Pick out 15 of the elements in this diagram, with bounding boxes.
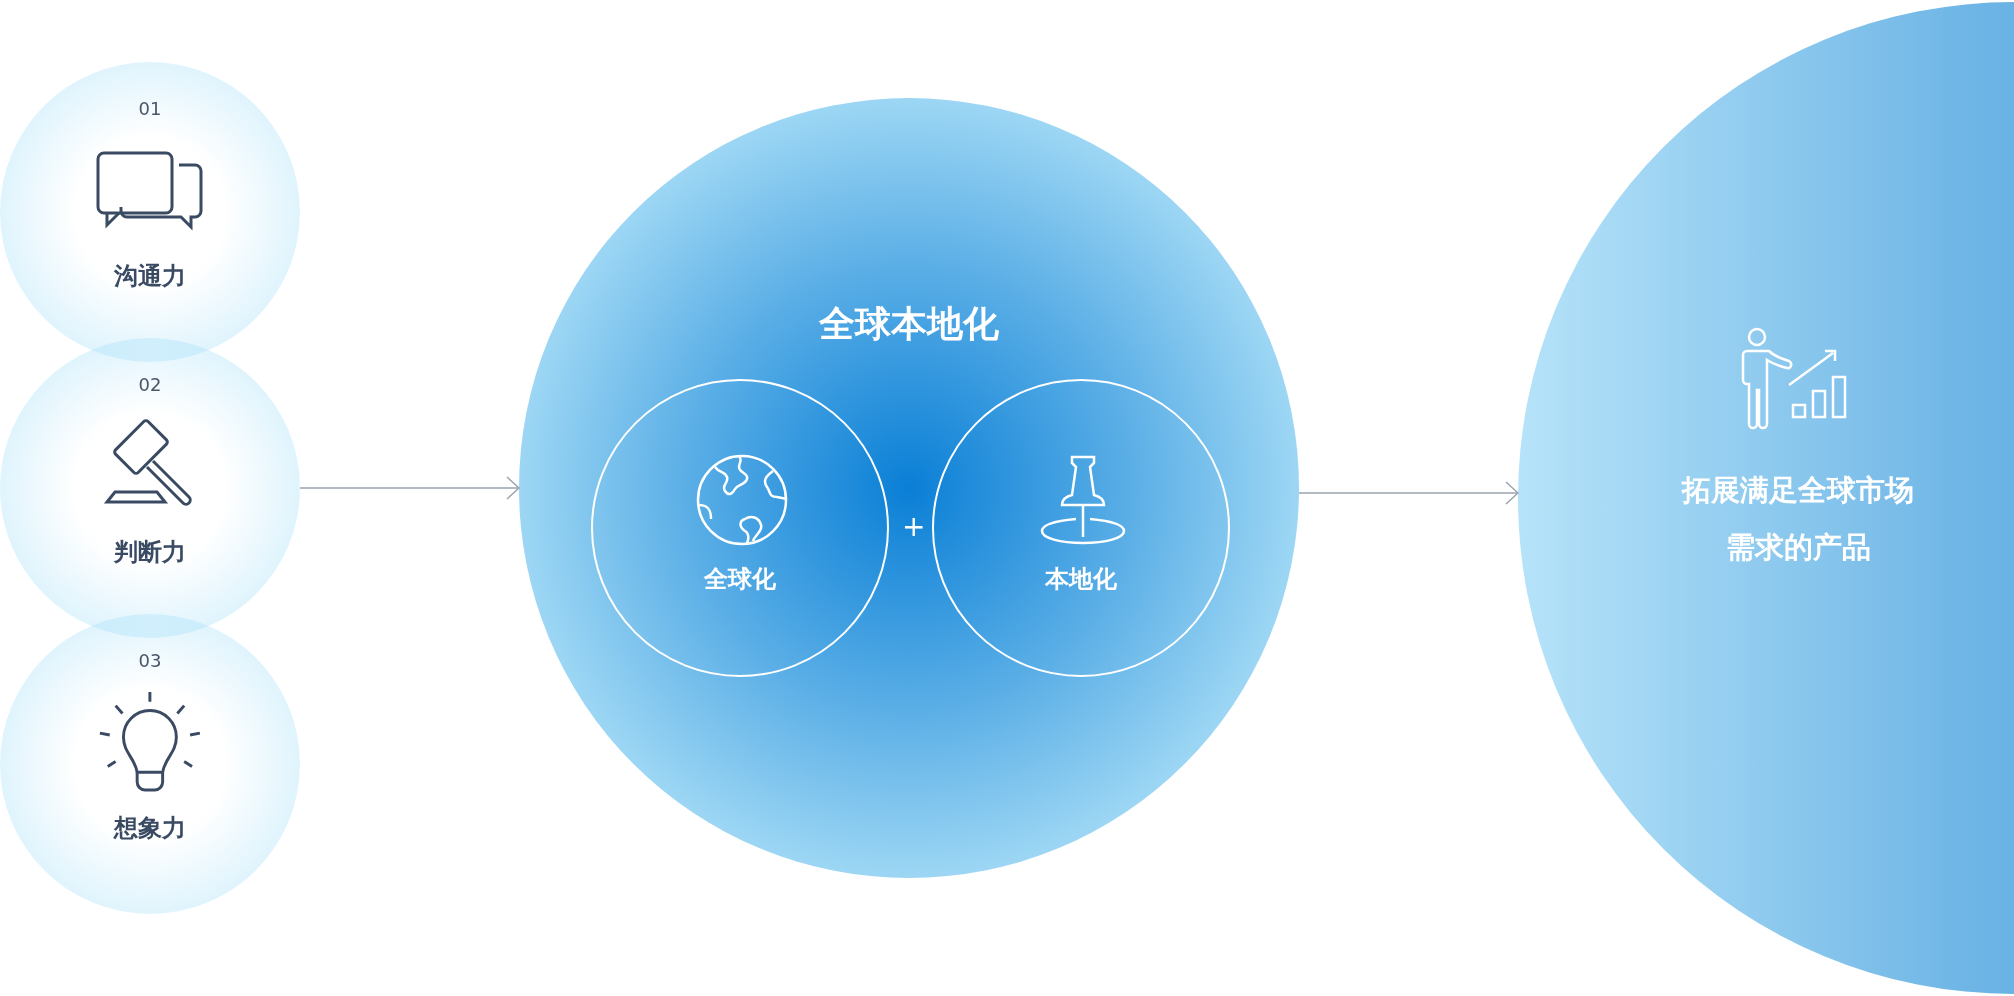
skill-label: 判断力 (113, 537, 187, 568)
skill-label: 想象力 (112, 813, 187, 844)
circle-label: 本地化 (1044, 564, 1118, 595)
skill-label: 沟通力 (113, 261, 187, 292)
circle-label: 全球化 (703, 564, 777, 595)
step-number: 01 (137, 98, 163, 119)
concept-circle (591, 379, 889, 677)
step-number: 02 (137, 374, 163, 395)
circle-title: 全球本地化 (818, 302, 1000, 346)
arrow (299, 476, 520, 500)
arrow (1298, 481, 1519, 505)
result-text: 拓展满足全球市场需求的产品 (1680, 472, 1915, 566)
concept-circle (932, 379, 1230, 677)
step-number: 03 (137, 650, 163, 671)
plus-sign: + (902, 513, 926, 541)
